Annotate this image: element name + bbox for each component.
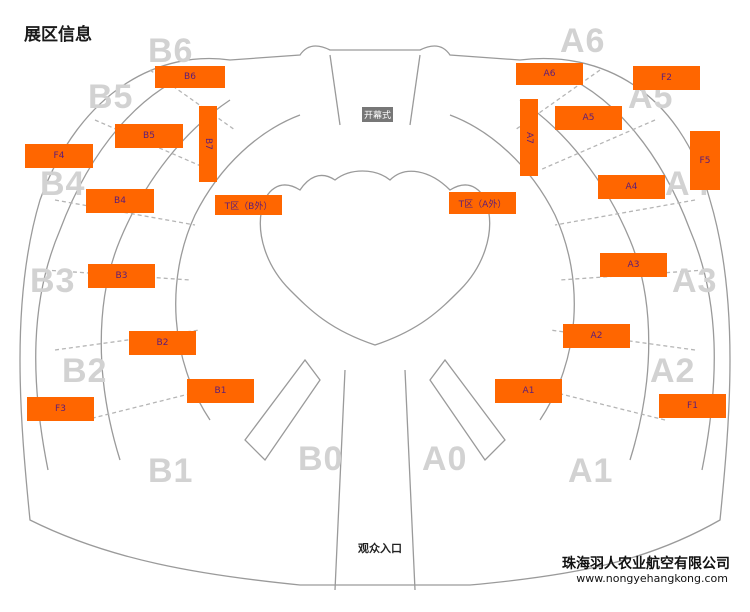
booth-label-b5[interactable]: B5 (115, 124, 183, 148)
booth-label-b6[interactable]: B6 (155, 66, 225, 88)
zone-marker-b2: B2 (62, 352, 108, 390)
zone-marker-a6: A6 (560, 22, 606, 60)
right-wing-outer (549, 69, 715, 471)
inner-ring-right (449, 114, 575, 421)
booth-label-t-a-outer[interactable]: T区（A外） (449, 192, 516, 214)
zone-marker-b6: B6 (148, 32, 194, 70)
zone-marker-b5: B5 (88, 78, 134, 116)
booth-label-f3[interactable]: F3 (27, 397, 94, 421)
zone-marker-a3: A3 (672, 262, 718, 300)
zone-marker-a1: A1 (568, 452, 614, 490)
booth-label-a3[interactable]: A3 (600, 253, 667, 277)
zone-marker-b3: B3 (30, 262, 76, 300)
entrance-booths (244, 358, 506, 462)
left-wing-inner (100, 99, 231, 461)
zone-marker-b4: B4 (40, 165, 86, 203)
central-hall (259, 170, 491, 346)
company-website[interactable]: www.nongyehangkong.com (576, 572, 728, 585)
top-opening (329, 54, 421, 126)
booth-label-a5[interactable]: A5 (555, 106, 622, 130)
booth-label-f2[interactable]: F2 (633, 66, 700, 90)
booth-label-f1[interactable]: F1 (659, 394, 726, 418)
booth-label-b7[interactable]: B7 (199, 106, 217, 182)
zone-marker-a0: A0 (422, 440, 468, 478)
zone-marker-b0: B0 (298, 440, 344, 478)
booth-label-b3[interactable]: B3 (88, 264, 155, 288)
zone-marker-a2: A2 (650, 352, 696, 390)
booth-label-t-b-outer[interactable]: T区（B外） (215, 195, 282, 215)
company-name: 珠海羽人农业航空有限公司 (562, 556, 730, 572)
booth-label-a2[interactable]: A2 (563, 324, 630, 348)
right-wing-inner (519, 99, 650, 461)
divider-a4 (554, 199, 696, 226)
booth-label-a1[interactable]: A1 (495, 379, 562, 403)
opening-ceremony-sign: 开幕式 (362, 107, 394, 122)
zone-marker-b1: B1 (148, 452, 194, 490)
left-wing-outer (35, 69, 201, 471)
booth-label-f5[interactable]: F5 (690, 131, 720, 190)
inner-ring-left (175, 114, 301, 421)
audience-entrance-label: 观众入口 (358, 542, 402, 555)
booth-label-b2[interactable]: B2 (129, 331, 196, 355)
booth-label-b4[interactable]: B4 (86, 189, 154, 213)
booth-label-b1[interactable]: B1 (187, 379, 254, 403)
page-title: 展区信息 (24, 25, 92, 45)
booth-label-a7[interactable]: A7 (520, 99, 538, 176)
booth-label-f4[interactable]: F4 (25, 144, 93, 168)
booth-label-a4[interactable]: A4 (598, 175, 665, 199)
outer-boundary (19, 45, 731, 586)
booth-label-a6[interactable]: A6 (516, 63, 583, 85)
entrance-corridor (334, 369, 416, 591)
